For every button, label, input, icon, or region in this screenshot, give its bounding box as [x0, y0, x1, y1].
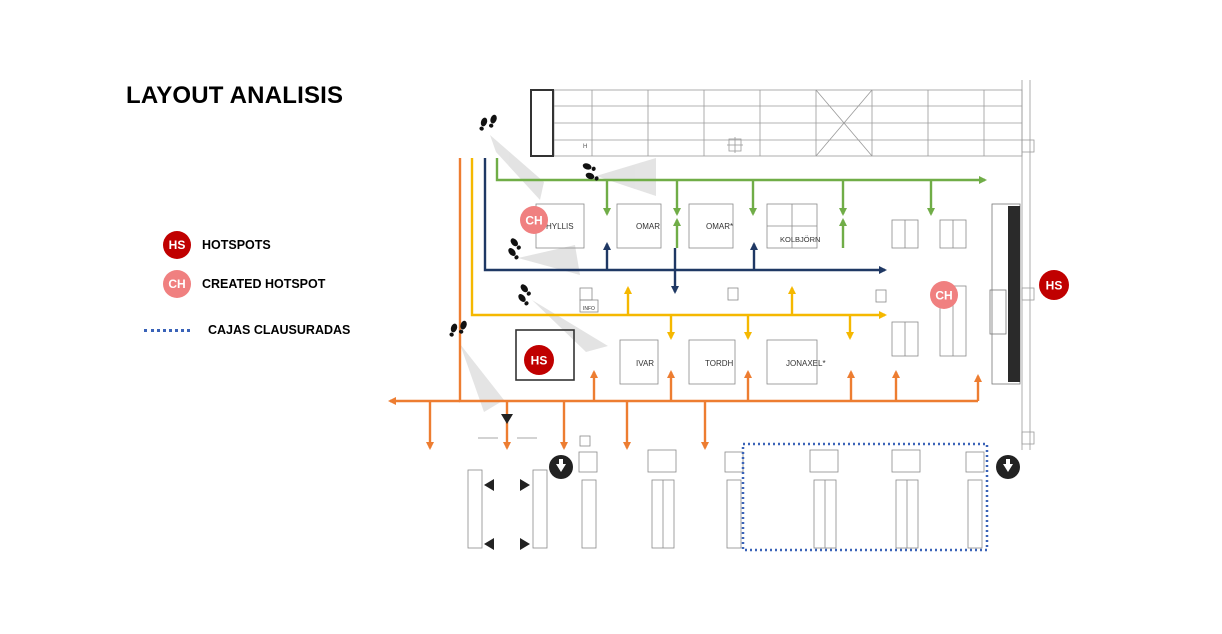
checkout-lanes [467, 435, 985, 549]
hotspot-room [515, 329, 575, 381]
hotspot-marker-1: HS [524, 345, 554, 375]
sight-cones [460, 135, 656, 412]
right-wall [1021, 80, 1035, 450]
created-hotspot-marker-1-label: CH [525, 214, 542, 228]
closed-boxes-line-sample [144, 328, 190, 332]
down-arrow-circle-icon [549, 455, 573, 479]
top-shelf-end [530, 89, 554, 157]
navy-flow [483, 158, 887, 294]
hotspot-badge: HS [163, 231, 191, 259]
area-label-omar: OMAR [636, 222, 660, 231]
area-label-hyllis: HYLLIS [546, 222, 574, 231]
hotspot-marker-1-label: HS [531, 354, 548, 368]
legend-created-hotspot: CH CREATED HOTSPOT [163, 270, 325, 298]
created-hotspot-badge: CH [163, 270, 191, 298]
green-flow [495, 158, 987, 248]
furniture-blocks [535, 203, 818, 385]
created-hotspot-marker-1: CH [520, 206, 548, 234]
checkout-counter [989, 203, 1021, 385]
hotspot-marker-2: HS [1039, 270, 1069, 300]
entrance-arrows [484, 414, 530, 550]
area-label-kolbjorn: KOLBJÖRN [780, 235, 820, 244]
area-label-info: INFO [583, 306, 595, 312]
legend-closed-label: CAJAS CLAUSURADAS [208, 323, 351, 337]
created-hotspot-marker-2: CH [930, 281, 958, 309]
area-label-ivar: IVAR [636, 359, 654, 368]
legend-closed-boxes: CAJAS CLAUSURADAS [144, 316, 351, 344]
display-units [579, 219, 967, 357]
down-arrow-circle-icon-2 [996, 455, 1020, 479]
closed-boxes-zone [741, 442, 989, 552]
area-label-omar-2: OMAR* [706, 222, 733, 231]
area-label-jonaxel: JONAXEL* [786, 359, 826, 368]
orange-flow [388, 158, 982, 450]
legend-hotspots-label: HOTSPOTS [202, 238, 271, 252]
yellow-flow [470, 158, 887, 340]
area-label-tordh: TORDH [705, 359, 734, 368]
legend-created-label: CREATED HOTSPOT [202, 277, 326, 291]
created-hotspot-marker-2-label: CH [935, 289, 952, 303]
page-title: LAYOUT ANALISIS [126, 82, 344, 109]
top-shelf-h-label: H [583, 144, 587, 150]
legend-hotspots: HS HOTSPOTS [163, 231, 271, 259]
top-shelving [553, 89, 1023, 157]
hotspot-marker-2-label: HS [1046, 279, 1063, 293]
